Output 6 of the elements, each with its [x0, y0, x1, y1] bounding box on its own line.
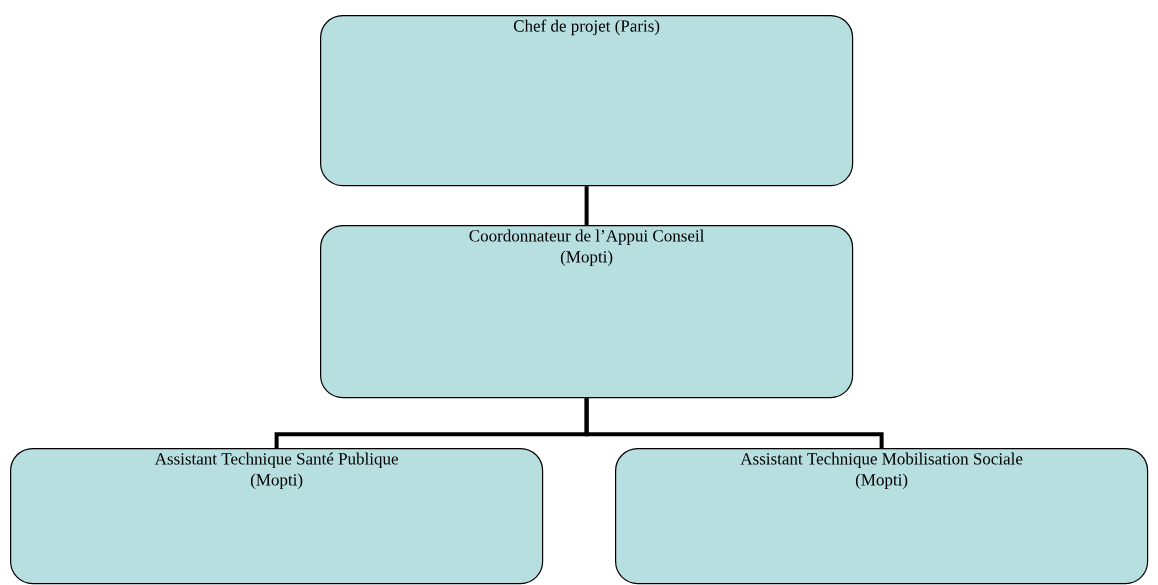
connector-line [584, 186, 589, 225]
connector-line [584, 398, 884, 448]
org-box: Assistant Technique Mobilisation Sociale (Mopti) [615, 448, 1149, 585]
org-box: Chef de projet (Paris) [320, 15, 854, 187]
org-box: Assistant Technique Santé Publique (Mopti) [10, 448, 544, 585]
org-box: Coordonnateur de l’Appui Conseil (Mopti) [320, 225, 854, 399]
